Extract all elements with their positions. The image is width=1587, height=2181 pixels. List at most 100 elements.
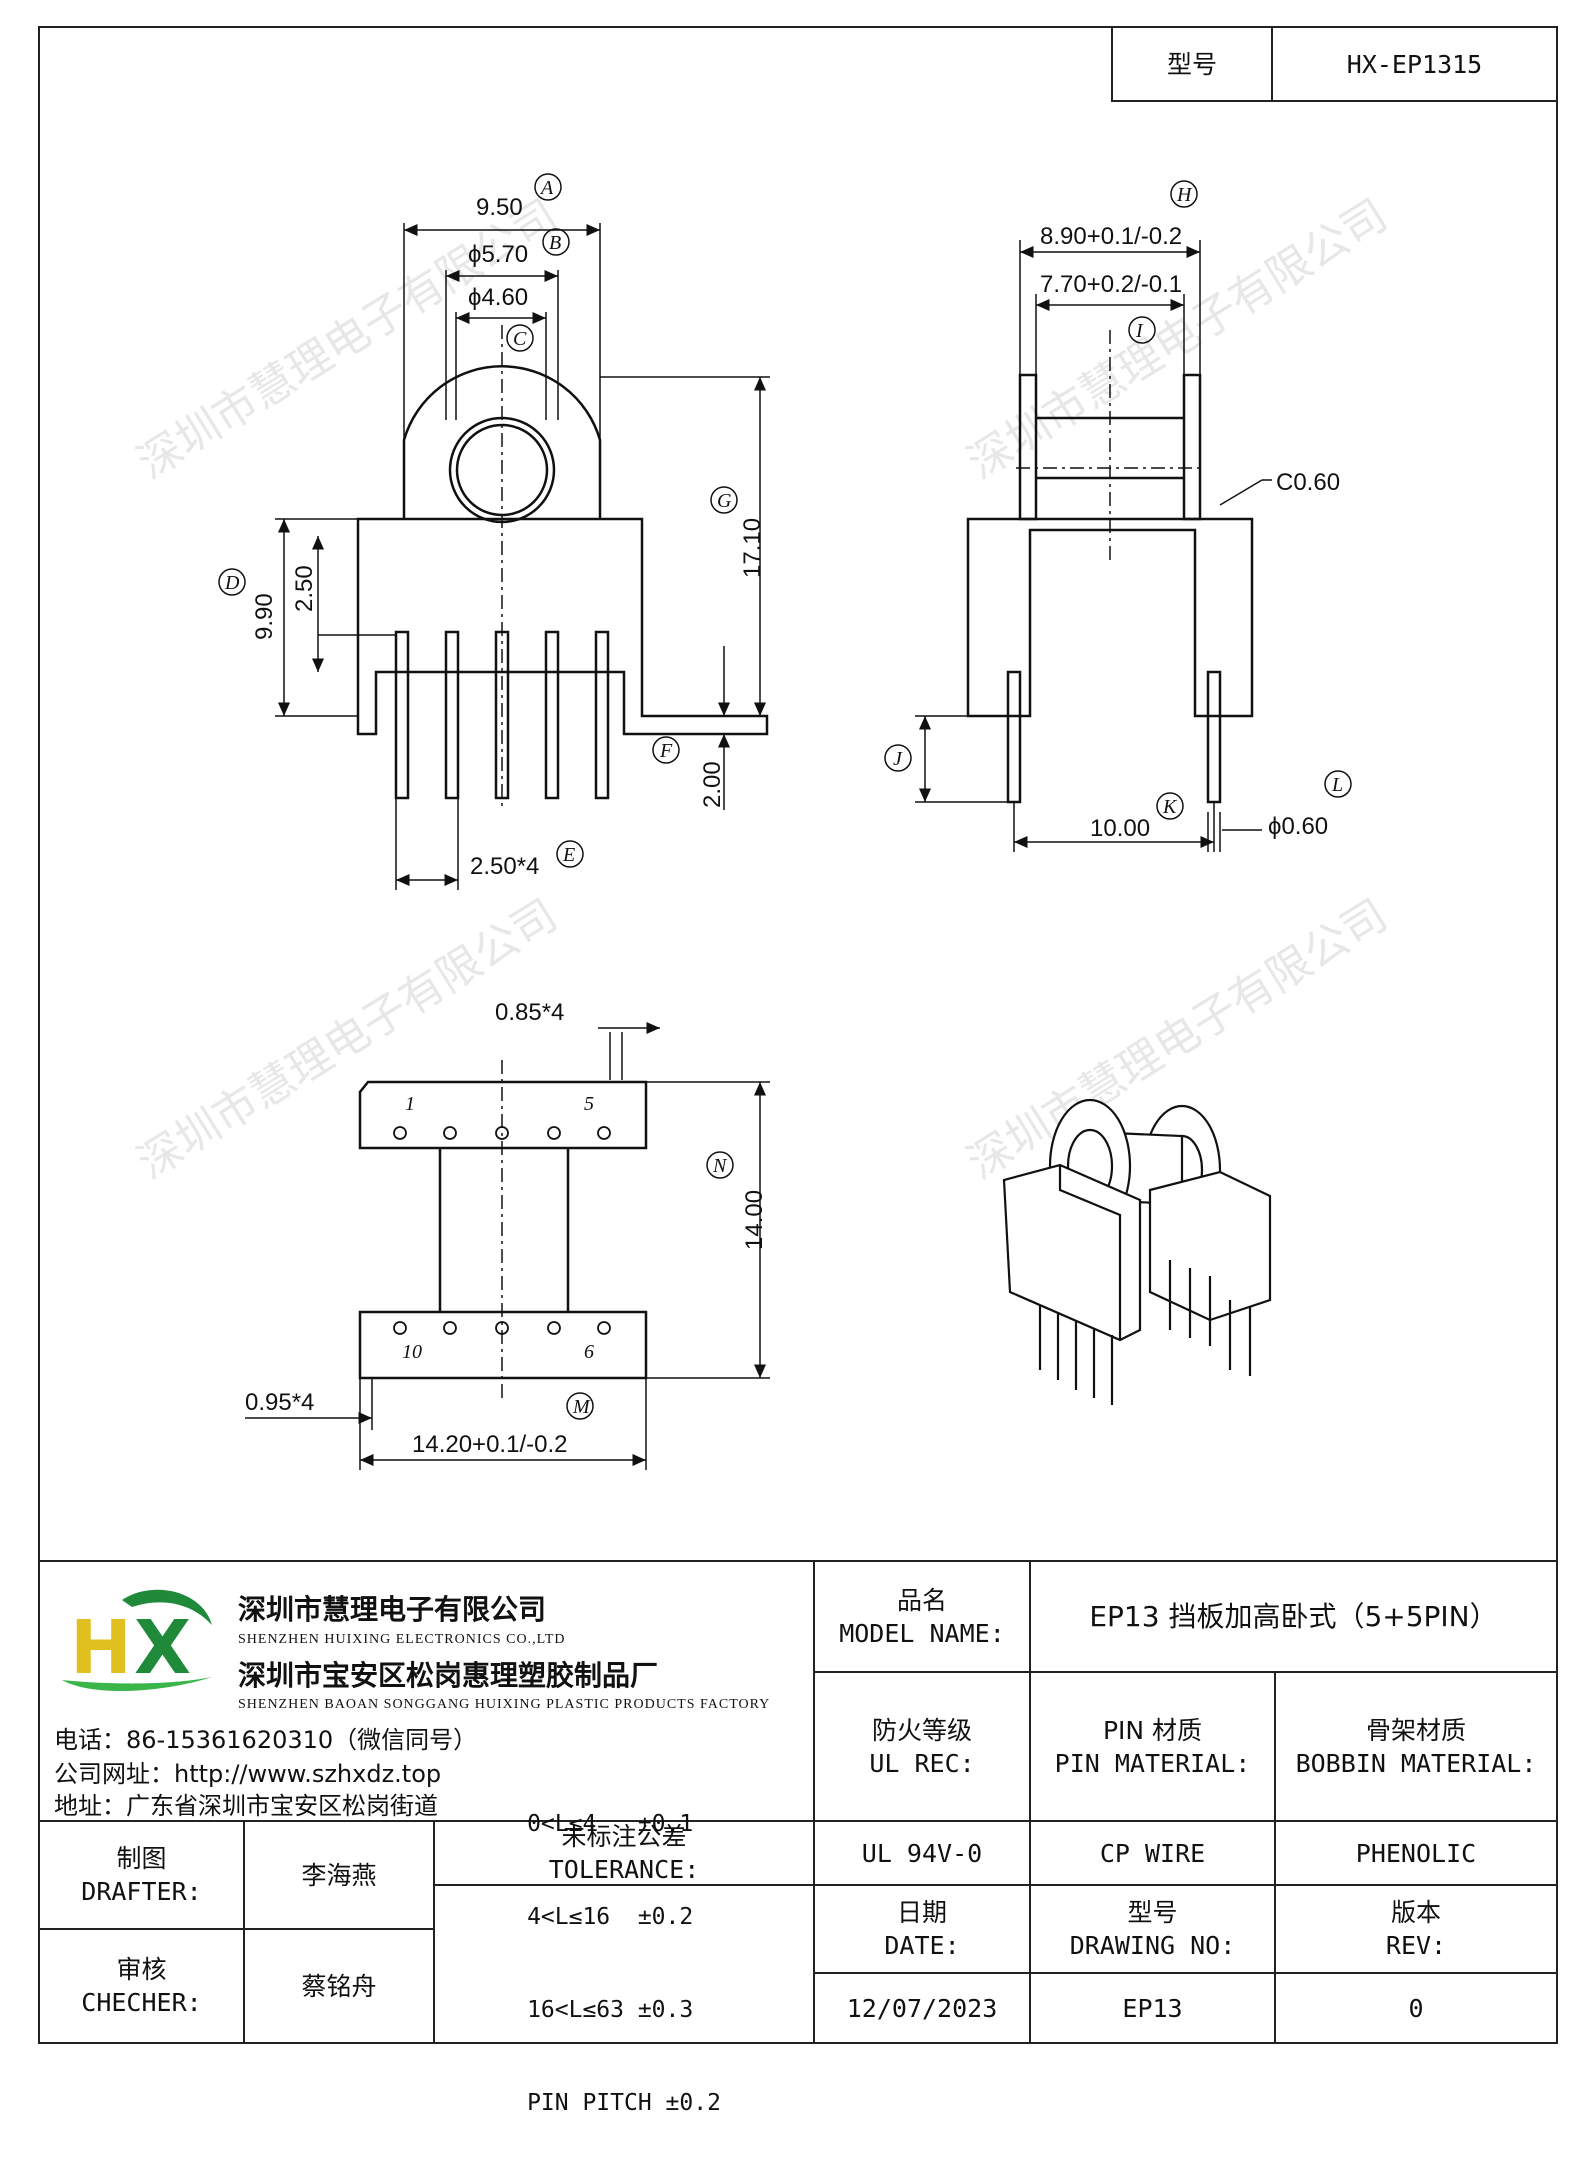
dim-inner: 7.70+0.2/-0.1 xyxy=(1040,271,1182,298)
model-name-value: EP13 挡板加高卧式（5+5PIN） xyxy=(1029,1560,1558,1673)
checker-label-cn: 审核 xyxy=(116,1955,167,1984)
label-c: C xyxy=(513,328,527,350)
drawing-no-value: EP13 xyxy=(1029,1972,1276,2044)
pin-number-10: 10 xyxy=(402,1341,422,1363)
company-address: 地址：广东省深圳市宝安区松岗街道 xyxy=(54,1792,438,1820)
company-website: 公司网址：http://www.szhxdz.top xyxy=(54,1760,442,1788)
drawing-no-label: 型号 DRAWING NO: xyxy=(1029,1884,1276,1974)
dim-width: 9.50 xyxy=(476,194,523,221)
drafter-value: 李海燕 xyxy=(243,1820,435,1930)
rev-label: 版本 REV: xyxy=(1274,1884,1558,1974)
pin-material-label-cn: PIN 材质 xyxy=(1102,1715,1203,1745)
bottom-view xyxy=(245,1022,770,1470)
company-phone: 电话：86-15361620310（微信同号） xyxy=(54,1726,478,1754)
model-name-label-cn: 品名 xyxy=(896,1585,947,1615)
checker-label-en: CHECHER: xyxy=(81,1988,202,2017)
dim-slot-top: 0.85*4 xyxy=(495,999,564,1026)
dim-pitch: 2.50*4 xyxy=(470,853,539,880)
label-e: E xyxy=(562,844,575,866)
factory-name-cn: 深圳市宝安区松岗惠理塑胶制品厂 xyxy=(238,1659,659,1692)
fire-rating-label: 防火等级 UL REC: xyxy=(813,1671,1031,1822)
logo-text: H xyxy=(70,1605,132,1691)
side-view xyxy=(915,240,1272,852)
dim-height-total: 17.10 xyxy=(739,518,766,578)
pin-number-1: 1 xyxy=(405,1093,415,1115)
pin-number-5: 5 xyxy=(584,1093,594,1115)
pin-material-label: PIN 材质 PIN MATERIAL: xyxy=(1029,1671,1276,1822)
date-value: 12/07/2023 xyxy=(813,1972,1031,2044)
fire-rating-label-cn: 防火等级 xyxy=(871,1715,972,1745)
svg-text:X: X xyxy=(134,1605,191,1691)
watermark-group: 深圳市慧理电子有限公司 深圳市慧理电子有限公司 深圳市慧理电子有限公司 深圳市慧… xyxy=(129,190,1396,1190)
pin-material-value: CP WIRE xyxy=(1029,1820,1276,1886)
bobbin-material-label-cn: 骨架材质 xyxy=(1365,1715,1466,1745)
header-model-value: HX-EP1315 xyxy=(1271,26,1558,102)
rev-value: 0 xyxy=(1274,1972,1558,2044)
tolerance-table: 0<L≤4 ±0.1 4<L≤16 ±0.2 16<L≤63 ±0.3 PIN … xyxy=(433,1811,815,2116)
dim-length: 14.00 xyxy=(741,1190,768,1250)
dim-width-bottom: 14.20+0.1/-0.2 xyxy=(412,1431,567,1458)
dim-outer: 8.90+0.1/-0.2 xyxy=(1040,223,1182,250)
bobbin-material-label: 骨架材质 BOBBIN MATERIAL: xyxy=(1274,1671,1558,1822)
factory-name-en: SHENZHEN BAOAN SONGGANG HUIXING PLASTIC … xyxy=(238,1697,771,1712)
tolerance-row: 16<L≤63 ±0.3 xyxy=(527,1997,694,2023)
drafter-label: 制图 DRAFTER: xyxy=(38,1820,245,1930)
watermark-text: 深圳市慧理电子有限公司 xyxy=(129,890,566,1190)
front-view-dims: 9.50 ϕ5.70 ϕ4.60 17.10 9.90 2.50 2.00 2.… xyxy=(218,173,766,880)
tolerance-label-en: TOLERANCE: xyxy=(548,1855,700,1884)
label-i: I xyxy=(1135,320,1144,342)
company-logo: H X xyxy=(52,1585,222,1695)
label-g: G xyxy=(717,490,732,512)
tolerance-row: 4<L≤16 ±0.2 xyxy=(527,1904,694,1930)
dim-base-height: 9.90 xyxy=(251,593,278,640)
watermark-text: 深圳市慧理电子有限公司 xyxy=(129,190,566,490)
dim-step: 2.50 xyxy=(291,565,318,612)
tolerance-row: 0<L≤4 ±0.1 xyxy=(527,1811,694,1837)
label-a: A xyxy=(539,177,554,199)
bobbin-material-value: PHENOLIC xyxy=(1274,1820,1558,1886)
checker-label: 审核 CHECHER: xyxy=(38,1928,245,2044)
label-l: L xyxy=(1331,774,1343,796)
label-f: F xyxy=(659,740,673,762)
date-label: 日期 DATE: xyxy=(813,1884,1031,1974)
technical-drawing: 深圳市慧理电子有限公司 深圳市慧理电子有限公司 深圳市慧理电子有限公司 深圳市慧… xyxy=(129,173,1396,1470)
dim-pin-len: 2.00 xyxy=(699,761,726,808)
bobbin-material-label-en: BOBBIN MATERIAL: xyxy=(1295,1748,1537,1778)
dim-slot-bottom: 0.95*4 xyxy=(245,1389,314,1416)
hx-logo-icon: H X xyxy=(62,1589,212,1692)
side-view-dims: 8.90+0.1/-0.2 7.70+0.2/-0.1 C0.60 10.00 … xyxy=(884,180,1352,842)
drawing-no-label-cn: 型号 xyxy=(1127,1898,1178,1927)
drafter-label-en: DRAFTER: xyxy=(81,1877,202,1906)
tolerance-row: PIN PITCH ±0.2 xyxy=(527,2090,721,2116)
fire-rating-value: UL 94V-0 xyxy=(813,1820,1031,1886)
company-name-cn: 深圳市慧理电子有限公司 xyxy=(238,1593,547,1626)
label-k: K xyxy=(1162,796,1178,818)
tolerance-label-cn: 未标注公差 xyxy=(561,1822,687,1851)
isometric-view xyxy=(1002,1098,1272,1405)
pin-material-label-en: PIN MATERIAL: xyxy=(1054,1748,1251,1778)
tolerance-list: 0<L≤4 ±0.1 4<L≤16 ±0.2 16<L≤63 ±0.3 PIN … xyxy=(527,1747,721,2181)
dim-pin-dia: ϕ0.60 xyxy=(1268,813,1328,840)
rev-label-en: REV: xyxy=(1385,1931,1447,1960)
label-m: M xyxy=(572,1396,591,1418)
label-h: H xyxy=(1176,184,1193,206)
model-name-label: 品名 MODEL NAME: xyxy=(813,1560,1031,1673)
dim-bore-dia: ϕ4.60 xyxy=(468,284,528,311)
fire-rating-label-en: UL REC: xyxy=(869,1748,975,1778)
date-label-en: DATE: xyxy=(884,1931,960,1960)
bottom-view-dims: 0.85*4 14.00 0.95*4 14.20+0.1/-0.2 1 5 1… xyxy=(245,999,768,1458)
label-b: B xyxy=(549,232,561,254)
label-j: J xyxy=(893,748,903,770)
rev-label-cn: 版本 xyxy=(1390,1898,1441,1927)
company-name-en: SHENZHEN HUIXING ELECTRONICS CO.,LTD xyxy=(238,1632,566,1647)
model-name-label-en: MODEL NAME: xyxy=(839,1618,1005,1648)
dim-chamfer: C0.60 xyxy=(1276,469,1340,496)
label-d: D xyxy=(224,572,240,594)
dim-flange-dia: ϕ5.70 xyxy=(468,241,528,268)
checker-value: 蔡铭舟 xyxy=(243,1928,435,2044)
drawing-no-label-en: DRAWING NO: xyxy=(1069,1931,1236,1960)
date-label-cn: 日期 xyxy=(896,1898,947,1927)
pin-number-6: 6 xyxy=(584,1341,594,1363)
front-view xyxy=(275,223,770,890)
label-n: N xyxy=(712,1155,728,1177)
